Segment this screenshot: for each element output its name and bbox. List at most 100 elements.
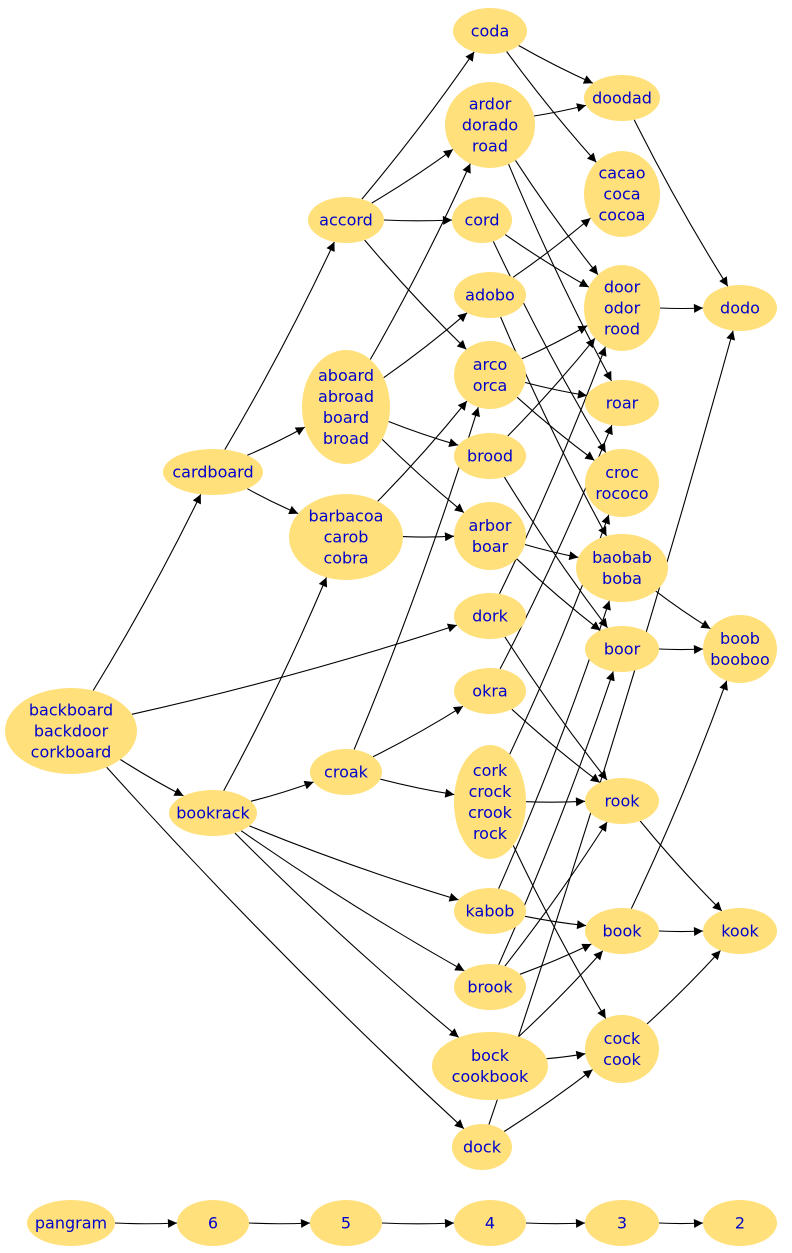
node-label: pangram — [35, 1214, 107, 1233]
edge-line — [250, 780, 314, 802]
node-adobo: adobo — [454, 272, 526, 318]
node-label: arbor — [469, 516, 512, 535]
edge-line — [223, 577, 328, 791]
edge-dock-to-dodo — [488, 330, 736, 1125]
edge-line — [120, 759, 184, 797]
edge-croak-to-cork — [380, 778, 455, 798]
node-label: coca — [603, 185, 640, 204]
node-bookrack: bookrack — [169, 790, 257, 836]
node-ellipse — [163, 449, 263, 495]
edge-line — [381, 1218, 455, 1228]
edge-line — [658, 1218, 704, 1228]
node-dodo: dodo — [703, 285, 777, 331]
node-ellipse — [454, 433, 526, 479]
edge-bookrack-to-croak — [250, 780, 314, 802]
node-ellipse — [454, 745, 526, 859]
node-brood: brood — [454, 433, 526, 479]
node-ellipse — [454, 341, 526, 409]
node-ellipse — [703, 1200, 777, 1246]
node-l2: 2 — [703, 1200, 777, 1246]
edge-accord-to-coda — [361, 51, 475, 200]
node-label: bookrack — [176, 804, 250, 823]
edge-line — [521, 325, 588, 360]
edge-line — [388, 420, 459, 448]
node-rook: rook — [585, 778, 659, 824]
edge-line — [515, 160, 599, 276]
node-ellipse — [585, 626, 659, 672]
edge-line — [364, 239, 467, 350]
node-label: dorado — [462, 116, 518, 135]
node-label: kabob — [466, 902, 515, 921]
edge-l6-to-l5 — [248, 1218, 311, 1228]
node-ellipse — [453, 8, 527, 54]
node-label: 2 — [735, 1214, 745, 1233]
edge-line — [114, 1218, 178, 1228]
node-label: 3 — [617, 1214, 627, 1233]
edge-line — [402, 532, 455, 542]
node-label: cork — [473, 761, 508, 780]
edge-line — [224, 241, 335, 450]
edge-line — [383, 215, 453, 225]
edge-arbor-to-boor — [516, 558, 601, 631]
node-label: orca — [473, 376, 508, 395]
edge-dork-to-door — [499, 346, 607, 595]
node-cord: cord — [452, 197, 512, 243]
edge-line — [503, 476, 608, 629]
edge-ardor-to-door — [515, 160, 599, 276]
edge-line — [646, 950, 721, 1025]
node-label: rook — [604, 792, 640, 811]
edge-adobo-to-cacao — [512, 217, 591, 278]
edge-l5-to-l4 — [381, 1218, 455, 1228]
edge-coda-to-doodad — [518, 45, 594, 84]
node-l3: 3 — [585, 1200, 659, 1246]
node-label: door — [604, 278, 641, 297]
edge-dock-to-cock — [503, 1069, 593, 1132]
node-label: baobab — [592, 548, 652, 567]
node-label: brood — [467, 447, 513, 466]
edge-line — [249, 825, 459, 902]
edge-l4-to-l3 — [525, 1218, 586, 1228]
node-label: cock — [604, 1029, 641, 1048]
edge-book-to-boob — [630, 680, 728, 909]
node-pangram: pangram — [27, 1200, 115, 1246]
edge-line — [247, 426, 306, 456]
edge-cork-to-cock — [512, 845, 607, 1019]
edge-arco-to-croc — [516, 396, 595, 461]
node-book: book — [585, 908, 659, 954]
node-label: backboard — [29, 701, 113, 720]
edge-bock-to-book — [518, 950, 604, 1037]
edge-bookrack-to-kabob — [249, 825, 459, 902]
node-label: rococo — [595, 484, 648, 503]
edge-croak-to-okra — [372, 705, 464, 758]
edge-line — [383, 312, 468, 379]
edge-accord-to-ardor — [371, 148, 454, 204]
edge-line — [518, 950, 604, 1037]
node-ellipse — [584, 75, 660, 121]
edge-line — [106, 766, 465, 1130]
edge-ardor-to-roar — [508, 163, 612, 382]
node-cardboard: cardboard — [163, 449, 263, 495]
edge-line — [369, 163, 471, 360]
edge-book-to-kook — [658, 926, 704, 936]
edge-line — [659, 303, 704, 313]
node-ellipse — [576, 534, 668, 602]
edge-cock-to-kook — [646, 950, 721, 1025]
edge-backboard-to-dock — [106, 766, 465, 1130]
node-label: cardboard — [172, 463, 253, 482]
node-ellipse — [452, 197, 512, 243]
edge-line — [633, 119, 729, 287]
node-label: cord — [464, 211, 499, 230]
node-ellipse — [454, 888, 526, 934]
node-boor: boor — [585, 626, 659, 672]
node-ellipse — [454, 502, 526, 570]
edge-aboard-to-ardor — [369, 163, 471, 360]
node-label: backdoor — [34, 722, 109, 741]
edge-line — [524, 915, 587, 930]
node-label: crock — [469, 782, 513, 801]
